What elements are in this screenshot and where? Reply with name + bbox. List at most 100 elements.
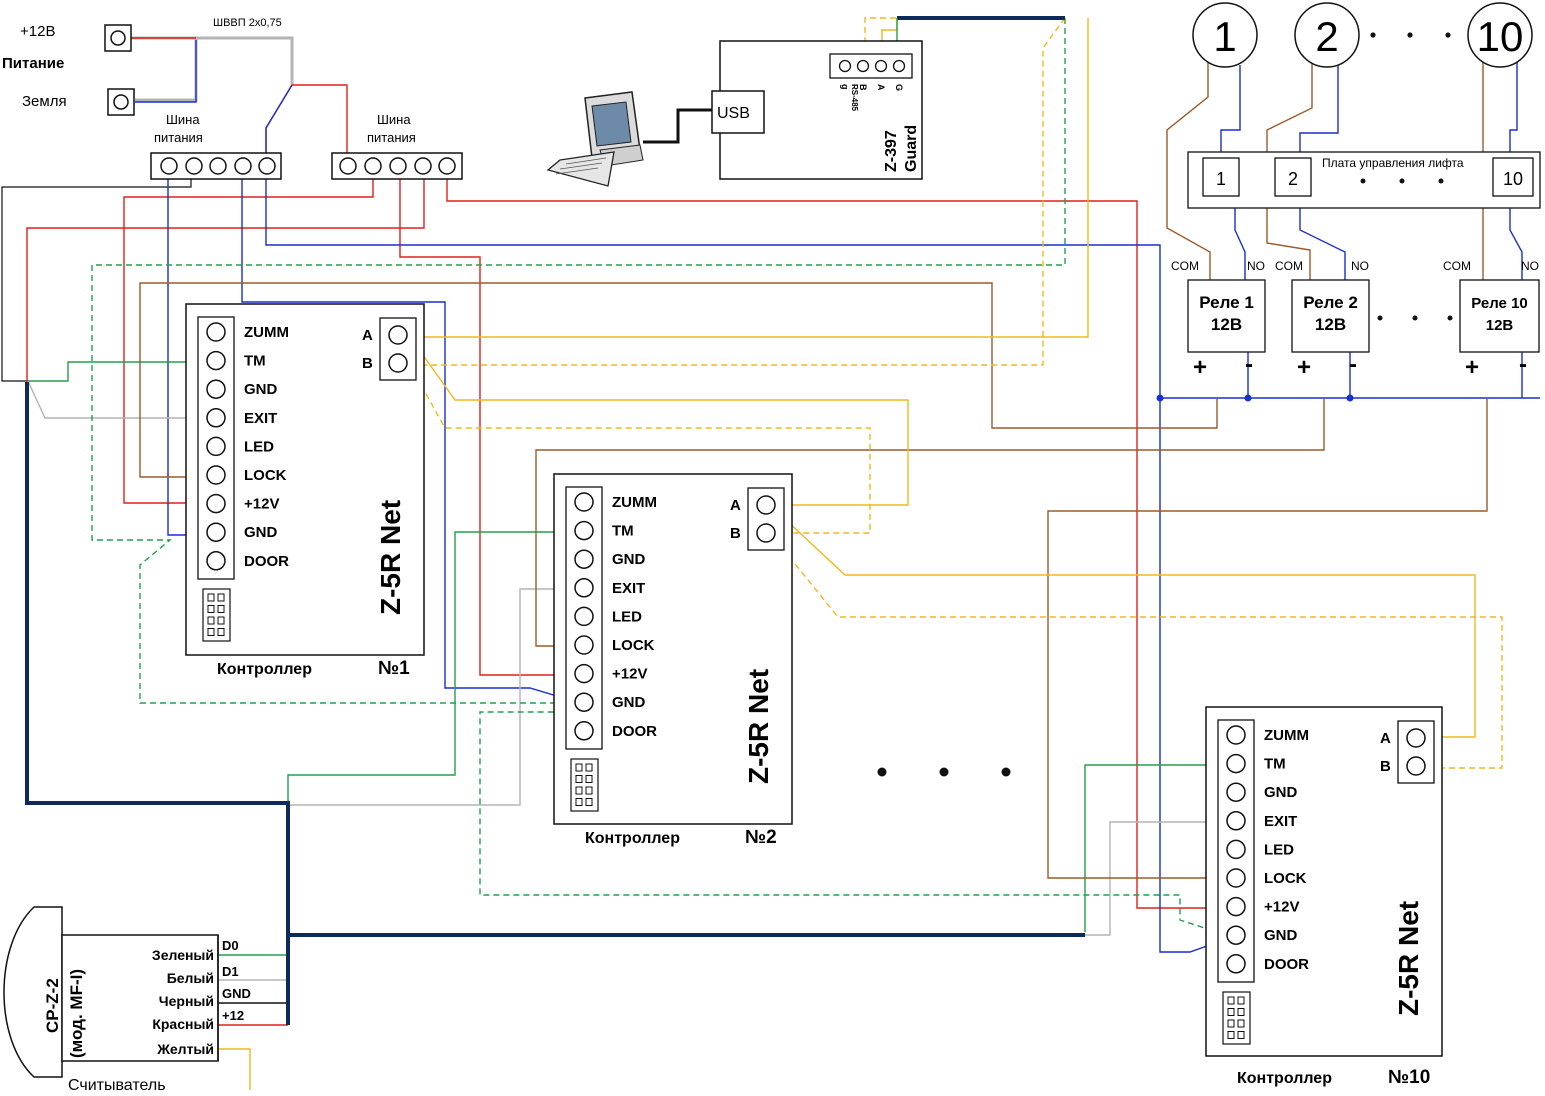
reader-wire-black: Черный bbox=[159, 993, 214, 1009]
lift-board-title: Плата управления лифта bbox=[1322, 156, 1464, 170]
relay-plus-label: + bbox=[1297, 354, 1311, 381]
relay-com-label: COM bbox=[1171, 259, 1199, 273]
lift-input-1: 1 bbox=[1216, 169, 1226, 189]
controller-10-pin-gnd bbox=[1226, 782, 1246, 802]
controller-1-rs485-a bbox=[388, 325, 408, 345]
controller-10-model: Z-5R Net bbox=[1393, 901, 1424, 1016]
reader-model-line1: CP-Z-2 bbox=[43, 978, 62, 1033]
controller-1-dip-switch bbox=[202, 588, 231, 642]
controller-1-pin-door bbox=[206, 551, 226, 571]
usb-port bbox=[711, 90, 765, 134]
controller-10-pin-gnd bbox=[1226, 925, 1246, 945]
controller-10-rs485-label: B bbox=[1380, 758, 1391, 775]
power-label: Питание bbox=[2, 55, 64, 72]
floor-button-2 bbox=[1294, 2, 1360, 68]
power-bus-2: Шина питания bbox=[331, 112, 463, 180]
controller-10-pin-label: GND bbox=[1264, 927, 1298, 944]
floor-label-10: 10 bbox=[1477, 13, 1524, 60]
relay-plus-label: + bbox=[1465, 354, 1479, 381]
controller-1-pin-gnd bbox=[206, 379, 226, 399]
controller-1-pin-led bbox=[206, 436, 226, 457]
controller-10-rs485-a bbox=[1406, 728, 1426, 748]
floor-button-1 bbox=[1192, 2, 1258, 68]
pin-b: B bbox=[858, 84, 868, 91]
controller-2-pin-label: DOOR bbox=[612, 723, 657, 740]
pin-g: g bbox=[840, 84, 850, 90]
bus2-label-2: питания bbox=[367, 130, 416, 145]
controller-10-pin-label: GND bbox=[1264, 784, 1298, 801]
controller-10-caption: Контроллер bbox=[1237, 1070, 1332, 1087]
plus12-label: +12В bbox=[20, 23, 55, 40]
controller-1-pin-label: ZUMM bbox=[244, 324, 289, 341]
controller-2-rs485-b bbox=[756, 523, 776, 543]
reader: CP-Z-2 (мод. MF-I) Считыватель Зеленый Б… bbox=[3, 906, 251, 1094]
controller-2-pin-gnd bbox=[574, 692, 594, 712]
controller-1-model: Z-5R Net bbox=[375, 500, 406, 615]
controller-1-rs485-b bbox=[388, 353, 408, 373]
controller-10-pin-exit bbox=[1226, 811, 1246, 831]
converter-model: Z-397 bbox=[883, 130, 900, 172]
lift-input-2: 2 bbox=[1288, 169, 1298, 189]
controller-10-pin-led bbox=[1226, 839, 1246, 860]
bus1-label-2: питания bbox=[154, 130, 203, 145]
controller-1-pin-label: LED bbox=[244, 438, 274, 455]
lift-input-10: 10 bbox=[1503, 169, 1523, 189]
controller-10-pin-label: +12V bbox=[1264, 899, 1299, 916]
controller-10-pin-label: DOOR bbox=[1264, 956, 1309, 973]
floor-label-1: 1 bbox=[1213, 13, 1236, 60]
controller-2-pin-tm bbox=[574, 520, 594, 541]
controller-1-pin-label: GND bbox=[244, 524, 278, 541]
controller-2-rs485-label: B bbox=[730, 525, 741, 542]
bus1-label-1: Шина bbox=[166, 112, 200, 127]
controller-2-pin-gnd bbox=[574, 549, 594, 569]
reader-signal-gnd: GND bbox=[222, 986, 251, 1001]
controller-1-pin-label: TM bbox=[244, 353, 266, 370]
power-bus-1: Шина питания bbox=[150, 112, 282, 180]
controller-2-pin-label: +12V bbox=[612, 666, 647, 683]
controller-2-pin-label: EXIT bbox=[612, 580, 645, 597]
controller-10-number: №10 bbox=[1388, 1067, 1430, 1088]
usb-cable bbox=[643, 108, 712, 144]
controller-1-pin-label: GND bbox=[244, 381, 278, 398]
controller-1-rs485-label: B bbox=[362, 355, 373, 372]
reader-caption: Считыватель bbox=[68, 1077, 166, 1094]
controller-1-pin-label: DOOR bbox=[244, 553, 289, 570]
relay-minus-label: - bbox=[1349, 351, 1357, 378]
relay-no-label: NO bbox=[1521, 259, 1539, 273]
controller-10-rs485-label: A bbox=[1380, 730, 1391, 747]
floor-button-10 bbox=[1467, 2, 1533, 68]
relay-no-label: NO bbox=[1247, 259, 1265, 273]
controller-1-pin-exit bbox=[206, 408, 226, 428]
bus2-label-1: Шина bbox=[377, 112, 411, 127]
rs485-title: RS-485 bbox=[850, 84, 859, 112]
relay-minus-label: - bbox=[1519, 351, 1527, 378]
controller-10-pin-label: EXIT bbox=[1264, 813, 1297, 830]
usb-label: USB bbox=[717, 105, 750, 122]
controller-2-rs485-a bbox=[756, 495, 776, 515]
reader-wire-red: Красный bbox=[152, 1016, 214, 1032]
controller-1-pin-plus12v bbox=[206, 493, 226, 514]
relay-no-label: NO bbox=[1351, 259, 1369, 273]
controller-10-dip-switch bbox=[1222, 991, 1251, 1045]
reader-signal-d0: D0 bbox=[222, 938, 239, 953]
controller-10-pin-plus12v bbox=[1226, 896, 1246, 917]
controller-10-pin-label: TM bbox=[1264, 756, 1286, 773]
controller-10-pin-door bbox=[1226, 954, 1246, 974]
reader-wire-white: Белый bbox=[167, 970, 214, 986]
reader-model-line2: (мод. MF-I) bbox=[67, 969, 86, 1058]
reader-wire-green: Зеленый bbox=[152, 947, 214, 963]
controller-1-pin-zumm bbox=[206, 322, 226, 342]
controller-10-pin-zumm bbox=[1226, 725, 1246, 745]
ground-label: Земля bbox=[22, 93, 67, 110]
pin-g2: G bbox=[894, 84, 904, 91]
controller-10-pin-label: ZUMM bbox=[1264, 727, 1309, 744]
controller-1-pin-label: EXIT bbox=[244, 410, 277, 427]
floor-buttons: 1 2 10 bbox=[1192, 2, 1533, 68]
controller-2-pin-label: LED bbox=[612, 608, 642, 625]
relay-com-label: COM bbox=[1275, 259, 1303, 273]
